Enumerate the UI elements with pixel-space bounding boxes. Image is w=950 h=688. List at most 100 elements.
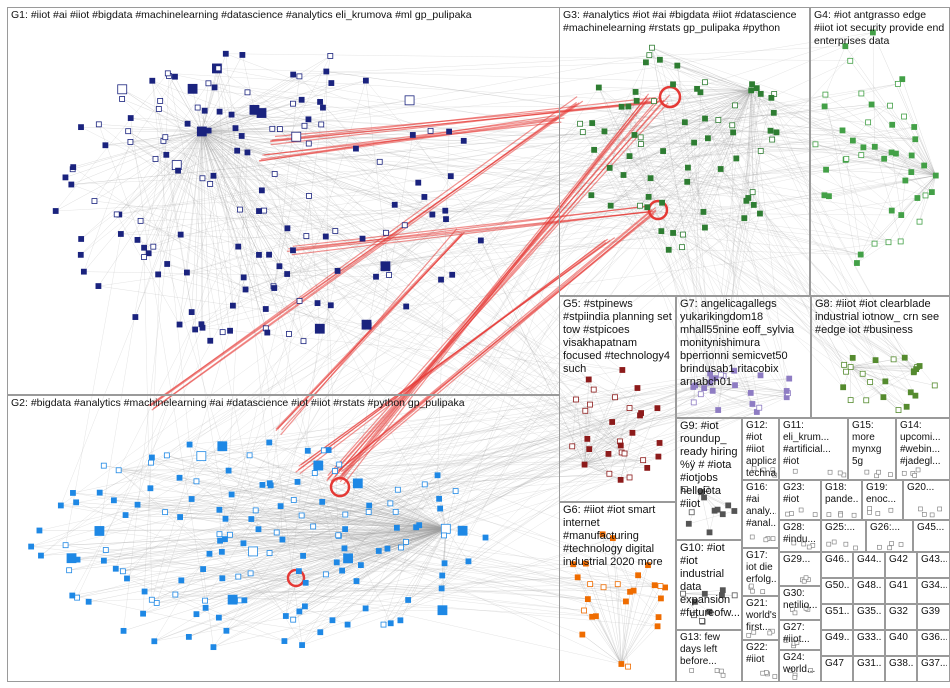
node-g1 bbox=[77, 251, 84, 258]
edge bbox=[226, 528, 446, 631]
edge bbox=[891, 152, 936, 176]
edge bbox=[850, 366, 914, 372]
edge bbox=[293, 404, 591, 620]
edge bbox=[815, 144, 936, 176]
edge bbox=[621, 587, 666, 665]
edge bbox=[203, 568, 622, 665]
node-g3 bbox=[643, 59, 649, 66]
edge bbox=[155, 131, 202, 160]
edge bbox=[640, 93, 761, 145]
edge bbox=[205, 479, 621, 601]
node-g3 bbox=[631, 132, 638, 138]
group-label-g13: G13: few days left before... bbox=[680, 632, 721, 667]
node-g2 bbox=[457, 525, 468, 536]
edge bbox=[119, 118, 706, 215]
edge bbox=[325, 196, 649, 237]
node-g14 bbox=[912, 473, 917, 478]
edge bbox=[299, 239, 606, 475]
edge bbox=[445, 210, 610, 474]
edge bbox=[696, 88, 790, 379]
edge bbox=[677, 65, 706, 228]
edge bbox=[156, 528, 446, 604]
node-g1 bbox=[238, 133, 245, 139]
edge bbox=[151, 457, 283, 540]
group-label-g37: G37... bbox=[921, 658, 947, 669]
group-label-g49: G49... bbox=[825, 632, 850, 643]
node-g7 bbox=[757, 372, 764, 379]
edge bbox=[241, 135, 263, 191]
edge bbox=[98, 124, 202, 132]
node-g3 bbox=[757, 148, 764, 154]
node-g2 bbox=[313, 460, 324, 471]
edge bbox=[884, 158, 936, 176]
node-g2 bbox=[366, 502, 373, 509]
edge bbox=[80, 131, 202, 240]
edge bbox=[441, 122, 686, 589]
edge bbox=[584, 453, 609, 465]
edge bbox=[369, 505, 446, 530]
node-g1 bbox=[230, 302, 236, 309]
node-g1 bbox=[403, 303, 410, 310]
node-g17 bbox=[748, 583, 754, 589]
edge bbox=[338, 528, 446, 536]
node-g1 bbox=[314, 323, 325, 334]
node-g1 bbox=[323, 68, 330, 75]
edge bbox=[201, 131, 456, 492]
node-g3 bbox=[717, 166, 724, 172]
edge bbox=[105, 131, 202, 146]
node-g2 bbox=[202, 604, 209, 611]
edge bbox=[903, 116, 937, 176]
node-g3 bbox=[618, 103, 625, 110]
node-g2 bbox=[310, 523, 317, 530]
node-g1 bbox=[443, 216, 449, 223]
edge bbox=[98, 206, 648, 287]
node-g6 bbox=[570, 561, 577, 568]
edge bbox=[682, 234, 876, 361]
node-g4 bbox=[842, 43, 849, 50]
edge bbox=[629, 155, 875, 244]
node-g1 bbox=[127, 115, 134, 121]
edge bbox=[151, 462, 446, 530]
group-panel-g25: G25:... bbox=[821, 520, 866, 552]
edge bbox=[872, 32, 876, 147]
edge bbox=[242, 54, 255, 110]
node-g1 bbox=[373, 273, 379, 280]
edge bbox=[845, 152, 892, 161]
edge bbox=[222, 410, 586, 447]
edge bbox=[326, 71, 685, 123]
edge bbox=[703, 375, 724, 389]
node-g3 bbox=[679, 244, 685, 251]
edge bbox=[201, 131, 318, 304]
edge bbox=[94, 200, 336, 232]
edge bbox=[604, 83, 898, 132]
node-g6 bbox=[635, 572, 642, 579]
edge bbox=[437, 475, 603, 535]
edge bbox=[202, 175, 936, 328]
node-g28 bbox=[801, 541, 807, 547]
node-g2 bbox=[112, 565, 119, 572]
node-g5 bbox=[617, 442, 624, 449]
node-g13 bbox=[719, 668, 724, 674]
edge bbox=[201, 128, 280, 132]
edge bbox=[335, 96, 648, 483]
node-g1 bbox=[198, 321, 205, 328]
edge bbox=[322, 501, 446, 530]
node-g2 bbox=[162, 509, 169, 516]
node-g3 bbox=[732, 102, 738, 109]
edge bbox=[395, 511, 446, 530]
node-g6 bbox=[618, 661, 625, 667]
node-g1 bbox=[236, 206, 243, 213]
edge bbox=[140, 220, 621, 481]
edge bbox=[80, 131, 203, 256]
edge bbox=[621, 590, 634, 665]
edge bbox=[76, 327, 203, 598]
edge bbox=[201, 103, 294, 132]
group-label-g26: G26:... bbox=[870, 522, 901, 533]
edge bbox=[866, 371, 915, 401]
node-g1 bbox=[276, 126, 283, 132]
edge bbox=[213, 87, 600, 648]
edge bbox=[238, 407, 760, 577]
edge bbox=[629, 408, 658, 478]
edge bbox=[166, 455, 407, 543]
edge bbox=[231, 114, 862, 156]
